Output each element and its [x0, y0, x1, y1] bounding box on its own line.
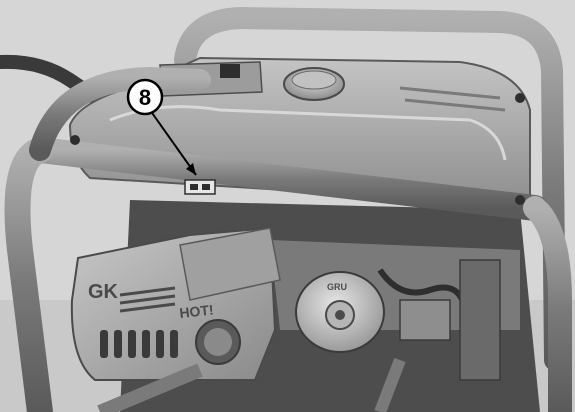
lower-frame-rail: [97, 363, 203, 412]
exhaust-outlet-inner: [204, 328, 232, 356]
guard-stripe: [119, 286, 176, 297]
muffler-top-panel: [179, 227, 281, 301]
callout-arrowhead: [186, 163, 196, 175]
lower-frame-rail: [374, 357, 406, 412]
label-plate: [184, 179, 216, 195]
vent-slot: [100, 330, 108, 358]
vent-slot: [156, 330, 164, 358]
label-plate-mark: [190, 184, 198, 190]
callout-leader-line: [149, 109, 197, 176]
vent-slot: [170, 330, 178, 358]
fuel-cap-top: [291, 70, 337, 90]
recoil-starter-housing: [459, 259, 501, 381]
mount-bolt: [515, 195, 525, 205]
air-cleaner-knob-center: [335, 310, 345, 320]
front-frame-upper-loop: [29, 66, 211, 161]
callout-number: 8: [139, 85, 151, 110]
vent-slot: [142, 330, 150, 358]
tank-rib: [404, 98, 506, 112]
vent-slot: [128, 330, 136, 358]
muffler-brand-text: GK: [88, 281, 119, 303]
guard-stripe: [119, 302, 176, 313]
vent-slot: [114, 330, 122, 358]
panel-switch: [220, 64, 240, 78]
tank-rib: [399, 86, 501, 100]
front-frame-crossbar: [27, 137, 548, 221]
muffler-vent-slots: [100, 330, 178, 358]
carburetor: [399, 299, 451, 341]
front-frame-right-tube: [523, 196, 572, 412]
callout-circle: [126, 78, 164, 116]
mount-bolt: [70, 135, 80, 145]
rear-frame-tube: [174, 6, 566, 371]
air-cleaner-text: GRU: [327, 282, 347, 292]
guard-stripe: [119, 294, 176, 305]
hot-warning-text: HOT!: [179, 301, 215, 320]
label-plate-mark: [202, 184, 210, 190]
mount-bolt: [515, 93, 525, 103]
